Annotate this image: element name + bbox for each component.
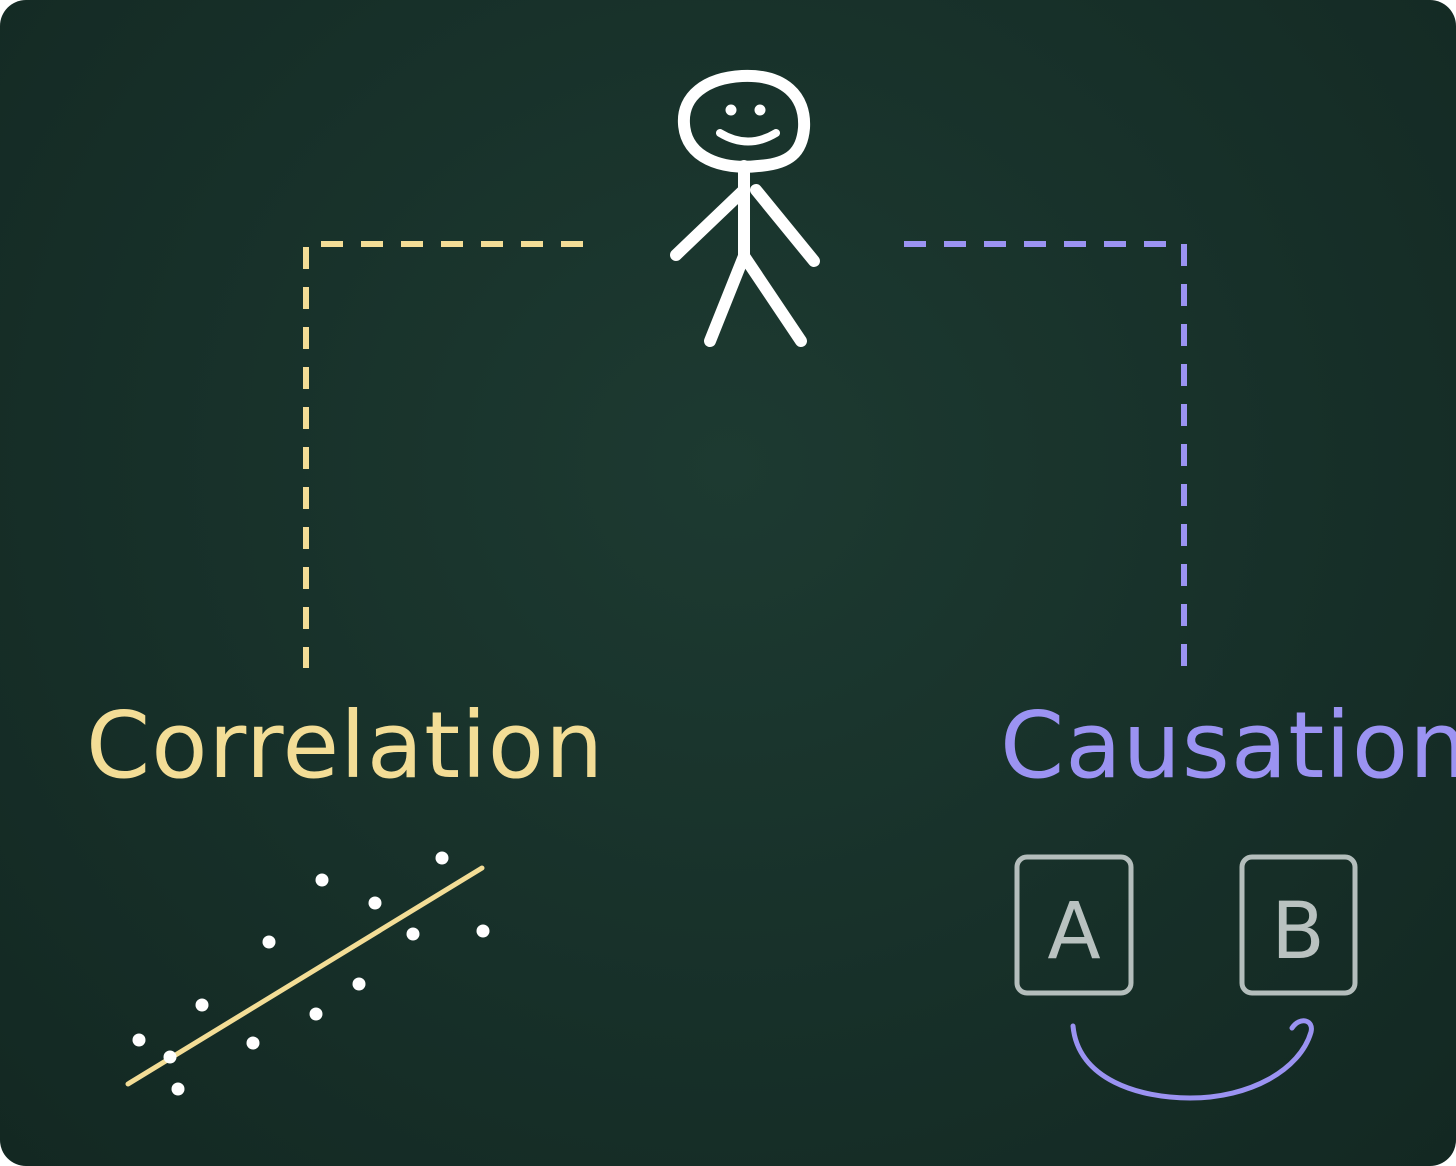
scatter-points (132, 851, 490, 1096)
stick-figure-smile (716, 129, 780, 146)
scatter-point (132, 1033, 146, 1047)
scatter-point (309, 1007, 323, 1021)
scatter-point (163, 1050, 177, 1064)
scatter-point (315, 873, 329, 887)
scatter-point (406, 927, 420, 941)
scatter-point (171, 1082, 185, 1096)
stick-figure-left-arm (670, 184, 750, 261)
scatter-point (246, 1036, 260, 1050)
connector-causation (904, 241, 1187, 668)
scatter-point (262, 935, 276, 949)
scatter-point (352, 977, 366, 991)
stick-figure-right-arm (750, 184, 820, 267)
stick-figure-right-eye (754, 104, 766, 116)
stick-figure-left-leg (704, 250, 750, 347)
causation-label: Causation (1000, 692, 1456, 799)
stick-figure-left-eye (725, 104, 737, 116)
stick-figure-head (677, 69, 811, 173)
correlation-label: Correlation (86, 692, 605, 799)
scatter-plot-icon (125, 851, 490, 1096)
cause-effect-icon: A B (1014, 854, 1358, 1101)
stick-figure-icon (670, 69, 820, 347)
scatter-point (368, 896, 382, 910)
node-a-letter: A (1047, 887, 1100, 977)
scatter-point (195, 998, 209, 1012)
connector-correlation (303, 241, 583, 668)
scatter-point (476, 924, 490, 938)
scatter-point (435, 851, 449, 865)
node-a-box (1014, 854, 1134, 996)
node-b-box (1239, 854, 1358, 996)
stick-figure-right-leg (738, 250, 807, 347)
cause-arrow (1070, 1018, 1314, 1101)
node-b-letter: B (1271, 887, 1325, 977)
trend-line (125, 865, 485, 1087)
